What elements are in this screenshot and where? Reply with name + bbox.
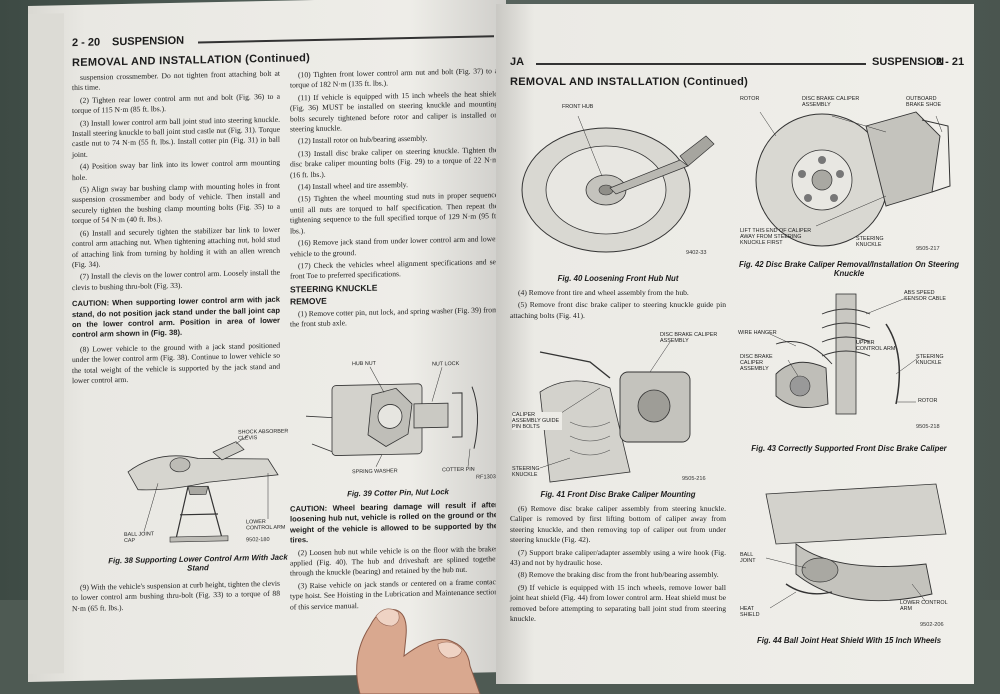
right-page-code: JA: [510, 56, 525, 68]
left-column-1: suspension crossmember. Do not tighten f…: [72, 69, 280, 389]
paragraph: (15) Tighten the wheel mounting stud nut…: [290, 190, 498, 236]
paragraph: (8) Remove the braking disc from the fro…: [518, 570, 719, 580]
figure-38-caption: Fig. 38 Supporting Lower Control Arm Wit…: [108, 552, 288, 573]
paragraph: (17) Check the vehicles wheel alignment …: [290, 257, 498, 281]
label-hub-nut: HUB NUT: [352, 360, 376, 368]
figure-44: BALL JOINT HEAT SHIELD LOWER CONTROL ARM…: [736, 474, 962, 634]
paragraph: (9) If vehicle is equipped with 15 inch …: [510, 582, 726, 624]
figure-code: 9502-206: [920, 622, 944, 628]
right-column-1: (4) Remove front tire and wheel assembly…: [510, 288, 726, 323]
paragraph: (1) Remove cotter pin, nut lock, and spr…: [290, 304, 498, 329]
left-section-title: REMOVAL AND INSTALLATION (Continued): [72, 52, 311, 70]
left-column-2: (10) Tighten front lower control arm nut…: [290, 66, 498, 332]
paragraph: (4) Position sway bar link into its lowe…: [72, 157, 280, 182]
figure-38: SHOCK ABSORBER CLEVIS LOWER CONTROL ARM …: [118, 429, 288, 551]
figure-42-caption: Fig. 42 Disc Brake Caliper Removal/Insta…: [738, 260, 960, 278]
left-running-header: 2 - 20 SUSPENSION: [68, 26, 498, 55]
paragraph: (8) Lower vehicle to the ground with a j…: [72, 340, 280, 386]
figure-42: ROTOR DISC BRAKE CALIPER ASSEMBLY OUTBOA…: [736, 96, 962, 256]
header-rule: [198, 35, 494, 44]
label-disc-brake-caliper: DISC BRAKE CALIPER ASSEMBLY: [660, 332, 718, 344]
paragraph: (6) Install and securely tighten the sta…: [72, 224, 280, 269]
paragraph: (6) Remove disc brake caliper assembly f…: [510, 504, 726, 545]
left-column-1-tail: (9) With the vehicle's suspension at cur…: [72, 579, 280, 617]
right-section-title: REMOVAL AND INSTALLATION (Continued): [510, 76, 749, 88]
paragraph: (4) Remove front tire and wheel assembly…: [518, 288, 689, 297]
caution-note: CAUTION: When supporting lower control a…: [72, 294, 280, 340]
figure-code: 9502-180: [246, 536, 270, 544]
label-spring-washer: SPRING WASHER: [352, 468, 398, 476]
paragraph: (5) Align sway bar bushing clamp with mo…: [72, 180, 280, 226]
label-disc-brake-caliper: DISC BRAKE CALIPER ASSEMBLY: [740, 354, 773, 372]
label-rotor: ROTOR: [740, 96, 760, 102]
paragraph: (11) If vehicle is equipped with 15 inch…: [290, 88, 498, 134]
label-steering-knuckle: STEERING KNUCKLE: [512, 466, 540, 478]
header-rule: [536, 63, 866, 65]
label-steering-knuckle: STEERING KNUCKLE: [916, 354, 944, 366]
paragraph: (2) Tighten rear lower control arm nut a…: [72, 91, 280, 116]
figure-39: HUB NUT NUT LOCK SPRING WASHER COTTER PI…: [292, 352, 498, 486]
page-edge: [28, 13, 64, 674]
figure-40-caption: Fig. 40 Loosening Front Hub Nut: [557, 274, 679, 283]
label-shock-absorber: SHOCK ABSORBER CLEVIS: [238, 428, 289, 442]
label-steering-knuckle: STEERING KNUCKLE: [856, 236, 884, 248]
label-rotor: ROTOR: [918, 398, 938, 404]
paragraph: (7) Support brake caliper/adapter assemb…: [510, 547, 726, 568]
paragraph: (7) Install the clevis on the lower cont…: [72, 268, 280, 292]
label-outboard-brake-shoe: OUTBOARD BRAKE SHOE: [906, 96, 942, 108]
paragraph: (16) Remove jack stand from under lower …: [290, 234, 498, 259]
figure-code: 9505-218: [916, 424, 940, 430]
finger-image: [356, 608, 481, 694]
paragraph: suspension crossmember. Do not tighten f…: [72, 68, 280, 93]
right-column-1-tail: (6) Remove disc brake caliper assembly f…: [510, 504, 726, 626]
figure-code: 9402-33: [686, 250, 707, 256]
paragraph: (13) Install disc brake caliper on steer…: [290, 144, 498, 180]
right-running-head: SUSPENSION: [872, 56, 945, 68]
paragraph: (3) Install lower control arm ball joint…: [72, 114, 280, 159]
figure-code: 9505-217: [916, 246, 940, 252]
left-running-head: SUSPENSION: [112, 34, 185, 49]
paragraph: (9) With the vehicle's suspension at cur…: [72, 578, 280, 613]
figure-code: 9505-216: [682, 476, 706, 482]
label-front-hub: FRONT HUB: [562, 104, 594, 110]
figure-39-caption: Fig. 39 Cotter Pin, Nut Lock: [347, 487, 449, 499]
left-page-number: 2 - 20: [72, 36, 101, 50]
label-lower-control-arm: LOWER CONTROL ARM: [246, 519, 286, 532]
label-guide-pin-bolts: CALIPER ASSEMBLY GUIDE PIN BOLTS: [512, 412, 562, 430]
label-nut-lock: NUT LOCK: [432, 360, 460, 368]
label-lift-instruction: LIFT THIS END OF CALIPER AWAY FROM STEER…: [740, 228, 812, 246]
right-page-number: 2 - 21: [936, 56, 965, 68]
figure-43: ABS SPEED SENSOR CABLE WIRE HANGER UPPER…: [736, 284, 962, 434]
paragraph: (2) Loosen hub nut while vehicle is on t…: [290, 543, 498, 578]
caution-note: CAUTION: Wheel bearing damage will resul…: [290, 500, 498, 545]
right-page: JA SUSPENSION 2 - 21 REMOVAL AND INSTALL…: [496, 4, 974, 684]
label-upper-control-arm: UPPER CONTROL ARM: [856, 340, 896, 352]
figure-43-caption: Fig. 43 Correctly Supported Front Disc B…: [751, 444, 947, 453]
label-lower-control-arm: LOWER CONTROL ARM: [900, 600, 948, 612]
paragraph: (10) Tighten front lower control arm nut…: [290, 66, 498, 90]
paragraph: (5) Remove front disc brake caliper to s…: [510, 300, 726, 320]
label-ball-joint: BALL JOINT: [740, 552, 756, 564]
figure-40: FRONT HUB 9402-33: [510, 96, 726, 258]
label-cotter-pin: COTTER PIN: [442, 466, 475, 474]
label-ball-joint: BALL JOINT CAP: [124, 531, 154, 544]
label-heat-shield: HEAT SHIELD: [740, 606, 760, 618]
label-abs-sensor-cable: ABS SPEED SENSOR CABLE: [904, 290, 946, 302]
right-running-header: JA SUSPENSION 2 - 21: [506, 54, 968, 74]
figure-41: DISC BRAKE CALIPER ASSEMBLY CALIPER ASSE…: [510, 332, 726, 488]
label-wire-hanger: WIRE HANGER: [738, 330, 777, 336]
label-disc-brake-caliper: DISC BRAKE CALIPER ASSEMBLY: [802, 96, 860, 108]
figure-44-caption: Fig. 44 Ball Joint Heat Shield With 15 I…: [756, 636, 942, 645]
figure-41-caption: Fig. 41 Front Disc Brake Caliper Mountin…: [540, 490, 696, 499]
figure-code: RF1303: [476, 474, 496, 481]
left-page: 2 - 20 SUSPENSION REMOVAL AND INSTALLATI…: [28, 0, 506, 683]
